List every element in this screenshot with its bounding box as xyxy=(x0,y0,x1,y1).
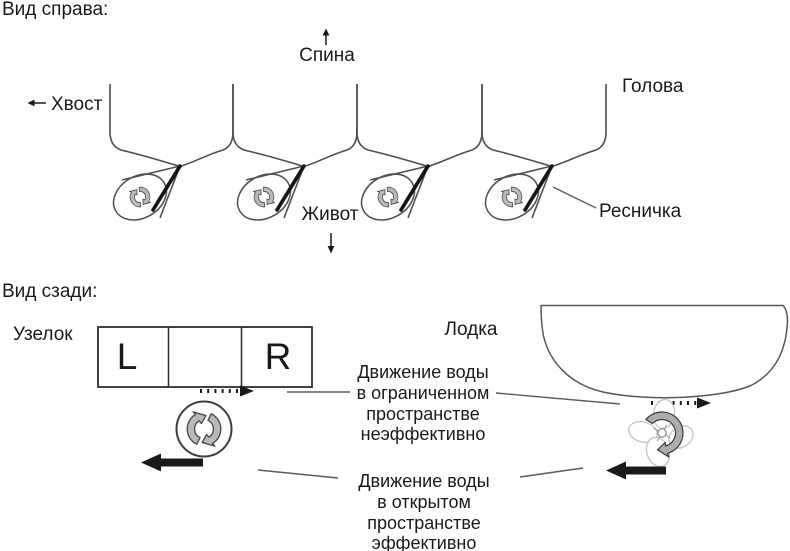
label-head: Голова xyxy=(622,76,684,97)
cilium-4 xyxy=(477,165,552,229)
caption-open-line4: эффективно xyxy=(372,533,477,551)
cilium-2 xyxy=(229,165,304,229)
node-flow-dotted-arrow xyxy=(200,385,254,397)
cilium-3 xyxy=(353,165,428,229)
node-rotor xyxy=(175,400,233,458)
propeller-hub xyxy=(653,424,671,442)
label-tail: Хвост xyxy=(51,94,103,115)
caption-confined: Движение воды в ограниченном пространств… xyxy=(357,362,490,444)
boat-propeller xyxy=(628,398,694,468)
back-arrow-icon xyxy=(322,28,330,45)
node-box-left-label: L xyxy=(117,336,138,377)
caption-confined-line3: пространстве xyxy=(366,404,480,424)
boat-movement-arrow xyxy=(606,461,666,480)
cilium-1 xyxy=(105,165,180,229)
tail-arrow-icon xyxy=(27,99,46,107)
caption-open-line3: пространстве xyxy=(367,513,481,533)
propeller-rotation-arrow xyxy=(645,411,684,458)
rear-view-title: Вид сзади: xyxy=(2,281,97,302)
caption-confined-line2: в ограниченном xyxy=(357,383,490,403)
caption-open-line1: Движение воды xyxy=(358,471,489,491)
boat-hull xyxy=(540,304,789,399)
top-view-title: Вид справа: xyxy=(2,0,108,20)
node-movement-arrow xyxy=(141,453,203,472)
caption-confined-line4: неэффективно xyxy=(361,424,486,444)
confined-pointer-right xyxy=(495,392,621,405)
open-pointer-left xyxy=(257,469,339,479)
label-cilium: Ресничка xyxy=(599,201,682,222)
belly-arrow-icon xyxy=(327,233,335,254)
node-box-right-label: R xyxy=(265,336,292,377)
caption-confined-line1: Движение воды xyxy=(357,362,488,382)
caption-open: Движение воды в открытом пространстве эф… xyxy=(358,471,489,551)
node-box: L R xyxy=(97,326,313,388)
label-boat: Лодка xyxy=(444,319,497,340)
caption-open-line2: в открытом xyxy=(377,492,471,512)
label-back: Спина xyxy=(299,45,355,66)
cilium-pointer-line xyxy=(552,186,597,209)
open-pointer-right xyxy=(519,467,584,478)
node-cell-surface xyxy=(109,84,607,168)
label-node: Узелок xyxy=(13,324,73,345)
label-belly: Живот xyxy=(302,204,359,225)
